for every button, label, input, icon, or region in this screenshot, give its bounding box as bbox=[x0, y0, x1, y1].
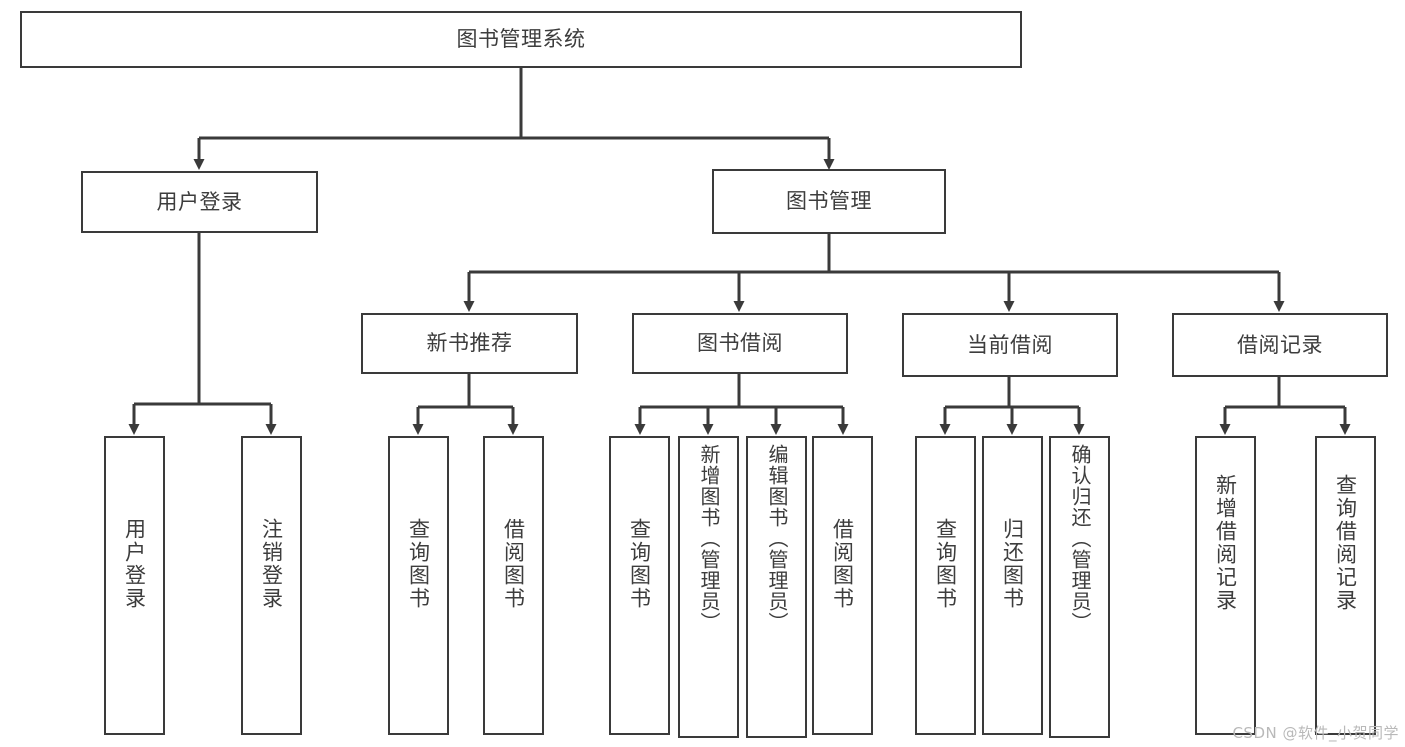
node-label: 编辑图书（管理员） bbox=[765, 444, 789, 633]
node-leaf-edit-book-admin[interactable]: 编辑图书（管理员） bbox=[746, 436, 807, 738]
node-root-system[interactable]: 图书管理系统 bbox=[20, 11, 1022, 68]
node-label: 借阅记录 bbox=[1237, 332, 1323, 357]
node-borrow-record[interactable]: 借阅记录 bbox=[1172, 313, 1388, 377]
watermark-text: CSDN @软件_小贺同学 bbox=[1232, 724, 1399, 742]
node-label: 注销登录 bbox=[259, 518, 284, 610]
node-label: 借阅图书 bbox=[501, 518, 526, 610]
node-label: 新书推荐 bbox=[426, 331, 513, 356]
node-label: 查询图书 bbox=[933, 518, 958, 610]
node-label: 确认归还（管理员） bbox=[1068, 444, 1092, 633]
node-leaf-query-book-current[interactable]: 查询图书 bbox=[915, 436, 976, 735]
node-label: 图书借阅 bbox=[697, 331, 783, 356]
node-leaf-query-book-borrow[interactable]: 查询图书 bbox=[609, 436, 670, 735]
node-label: 查询图书 bbox=[406, 518, 431, 610]
node-leaf-confirm-return-admin[interactable]: 确认归还（管理员） bbox=[1049, 436, 1110, 738]
node-label: 查询图书 bbox=[627, 518, 652, 610]
node-label: 归还图书 bbox=[1000, 518, 1025, 610]
node-leaf-add-book-admin[interactable]: 新增图书（管理员） bbox=[678, 436, 739, 738]
node-label: 新增图书（管理员） bbox=[697, 444, 721, 633]
node-user-login[interactable]: 用户登录 bbox=[81, 171, 318, 233]
node-leaf-borrow-book[interactable]: 借阅图书 bbox=[812, 436, 873, 735]
node-current-borrow[interactable]: 当前借阅 bbox=[902, 313, 1118, 377]
node-leaf-query-borrow-record[interactable]: 查询借阅记录 bbox=[1315, 436, 1376, 735]
node-leaf-borrow-book-recommend[interactable]: 借阅图书 bbox=[483, 436, 544, 735]
node-label: 查询借阅记录 bbox=[1333, 474, 1358, 612]
node-label: 用户登录 bbox=[122, 518, 147, 610]
node-book-management[interactable]: 图书管理 bbox=[712, 169, 946, 234]
node-label: 借阅图书 bbox=[830, 518, 855, 610]
node-label: 用户登录 bbox=[156, 189, 243, 214]
node-label: 当前借阅 bbox=[967, 332, 1053, 357]
node-label: 新增借阅记录 bbox=[1213, 474, 1238, 612]
node-leaf-return-book[interactable]: 归还图书 bbox=[982, 436, 1043, 735]
node-leaf-query-book-recommend[interactable]: 查询图书 bbox=[388, 436, 449, 735]
node-new-book-recommend[interactable]: 新书推荐 bbox=[361, 313, 578, 374]
node-label: 图书管理 bbox=[786, 189, 872, 214]
node-leaf-logout[interactable]: 注销登录 bbox=[241, 436, 302, 735]
node-label: 图书管理系统 bbox=[456, 27, 586, 52]
node-leaf-add-borrow-record[interactable]: 新增借阅记录 bbox=[1195, 436, 1256, 735]
node-leaf-user-login[interactable]: 用户登录 bbox=[104, 436, 165, 735]
node-book-borrow[interactable]: 图书借阅 bbox=[632, 313, 848, 374]
